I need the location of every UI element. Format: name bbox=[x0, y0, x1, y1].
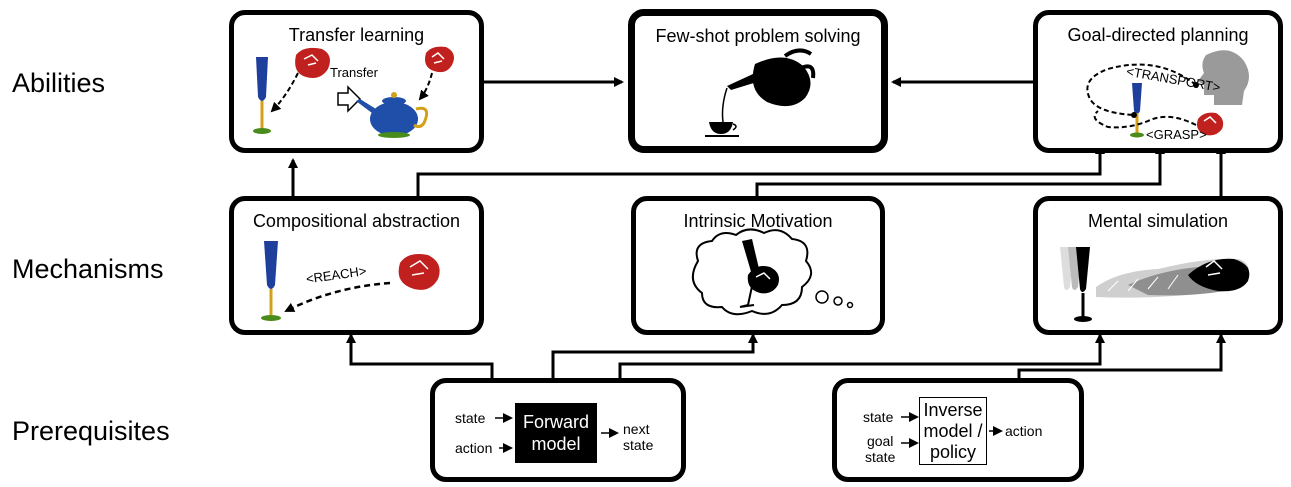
inverse-input-goal-label: goal state bbox=[865, 433, 895, 465]
transfer-arrow-icon bbox=[337, 85, 362, 113]
mental-simulation-illustration bbox=[1060, 247, 1250, 322]
teapot-icon bbox=[356, 92, 429, 138]
arrow-inverse-to-mentalsim bbox=[1017, 333, 1226, 378]
forward-model-arrows bbox=[495, 413, 619, 453]
arrow-forward-to-mentalsim bbox=[618, 333, 1105, 378]
arrow-forward-intrinsic-bidirectional bbox=[548, 333, 758, 396]
hand-trajectory-icon bbox=[1096, 258, 1250, 298]
inverse-output-label: action bbox=[1005, 423, 1043, 439]
row-label-abilities: Abilities bbox=[12, 68, 106, 98]
goal-directed-illustration: <TRANSPORT> <GRASP> bbox=[1086, 50, 1249, 142]
inverse-model-box: state goal state Inverse model / policy … bbox=[832, 378, 1084, 482]
hand-icon bbox=[398, 254, 440, 290]
mental-simulation-title: Mental simulation bbox=[1087, 211, 1229, 231]
row-label-prerequisites: Prerequisites bbox=[12, 416, 170, 446]
wine-glass-icon bbox=[1130, 83, 1144, 138]
goal-directed-title: Goal-directed planning bbox=[1067, 25, 1249, 45]
mental-simulation-box: Mental simulation bbox=[1033, 196, 1283, 335]
reach-label: <REACH> bbox=[305, 263, 367, 286]
transfer-learning-illustration: Transfer bbox=[253, 46, 454, 138]
few-shot-title: Few-shot problem solving bbox=[655, 26, 861, 46]
forward-model-box: state action Forward model next state bbox=[430, 378, 686, 482]
arrow-intrinsic-to-goal bbox=[755, 144, 1165, 196]
intrinsic-motivation-title: Intrinsic Motivation bbox=[683, 211, 833, 231]
inverse-input-goal-line2: state bbox=[865, 449, 896, 465]
compositional-abstraction-box: Compositional abstraction <REACH> bbox=[229, 196, 484, 335]
inverse-input-state-label: state bbox=[863, 409, 894, 425]
inverse-model-arrows bbox=[901, 412, 1003, 448]
few-shot-box: Few-shot problem solving bbox=[628, 9, 888, 153]
forward-output-label: next state bbox=[623, 421, 653, 453]
row-label-mechanisms: Mechanisms bbox=[12, 254, 164, 284]
forward-model-block-line2: model bbox=[531, 434, 581, 454]
forward-output-line2: state bbox=[623, 437, 654, 453]
inverse-model-block-line2: model / bbox=[923, 421, 983, 441]
teacup-icon bbox=[705, 122, 739, 137]
goal-directed-box: Goal-directed planning <TRANSPORT> <GRAS… bbox=[1033, 10, 1283, 153]
forward-output-line1: next bbox=[623, 421, 650, 437]
forward-model-block-line1: Forward bbox=[522, 412, 589, 432]
compositional-abstraction-title: Compositional abstraction bbox=[252, 211, 461, 231]
wine-glass-icon bbox=[253, 57, 271, 134]
compositional-illustration: <REACH> bbox=[261, 241, 440, 321]
inverse-model-block-line1: Inverse bbox=[923, 400, 983, 420]
arrow-compositional-to-goal bbox=[416, 144, 1105, 196]
inverse-model-block-line3: policy bbox=[929, 442, 977, 462]
glass-and-hand-icon bbox=[739, 239, 779, 308]
wine-glass-icon bbox=[261, 241, 281, 321]
inverse-input-goal-line1: goal bbox=[866, 433, 894, 449]
transfer-learning-title: Transfer learning bbox=[288, 25, 425, 45]
hand-icon bbox=[1197, 112, 1224, 136]
few-shot-illustration bbox=[705, 48, 816, 137]
arrow-forward-to-compositional bbox=[346, 333, 494, 378]
inverse-model-block: Inverse model / policy bbox=[919, 397, 987, 465]
transfer-label: Transfer bbox=[330, 65, 379, 80]
wine-glass-icon bbox=[1074, 247, 1092, 322]
forward-model-block: Forward model bbox=[515, 403, 597, 463]
hand-icon bbox=[425, 46, 454, 73]
pouring-teapot-icon bbox=[721, 48, 816, 123]
hand-icon bbox=[295, 47, 330, 78]
head-icon bbox=[1198, 50, 1249, 105]
transfer-learning-box: Transfer learning Transfer bbox=[229, 10, 484, 153]
forward-input-state-label: state bbox=[455, 410, 486, 426]
intrinsic-illustration bbox=[691, 228, 854, 316]
forward-input-action-label: action bbox=[455, 440, 493, 456]
grasp-label: <GRASP> bbox=[1146, 127, 1207, 142]
intrinsic-motivation-box: Intrinsic Motivation bbox=[631, 196, 885, 335]
